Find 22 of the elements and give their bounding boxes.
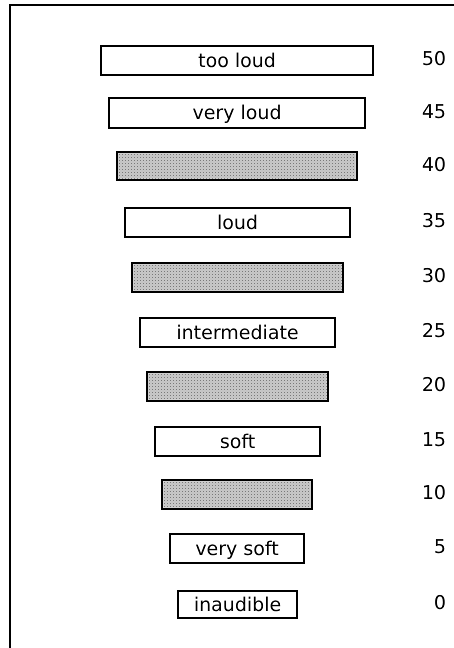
scale-value: 0 (432, 592, 446, 614)
scale-value: 25 (420, 320, 446, 342)
scale-value: 50 (420, 48, 446, 70)
shaded-bar (146, 371, 329, 402)
scale-value: 5 (432, 536, 446, 558)
scale-value: 15 (420, 429, 446, 451)
scale-value: 45 (420, 101, 446, 123)
shaded-bar (161, 479, 313, 510)
level-box: very loud (108, 97, 366, 129)
level-box: very soft (169, 533, 305, 564)
scale-value: 10 (420, 482, 446, 504)
level-box: soft (154, 426, 321, 457)
level-box: intermediate (139, 317, 336, 348)
scale-value: 40 (420, 154, 446, 176)
level-box: too loud (100, 45, 374, 76)
level-box: loud (124, 207, 351, 238)
scale-value: 35 (420, 210, 446, 232)
scale-value: 20 (420, 374, 446, 396)
scale-value: 30 (420, 265, 446, 287)
level-box: inaudible (177, 590, 298, 619)
shaded-bar (131, 262, 344, 293)
shaded-bar (116, 151, 358, 181)
